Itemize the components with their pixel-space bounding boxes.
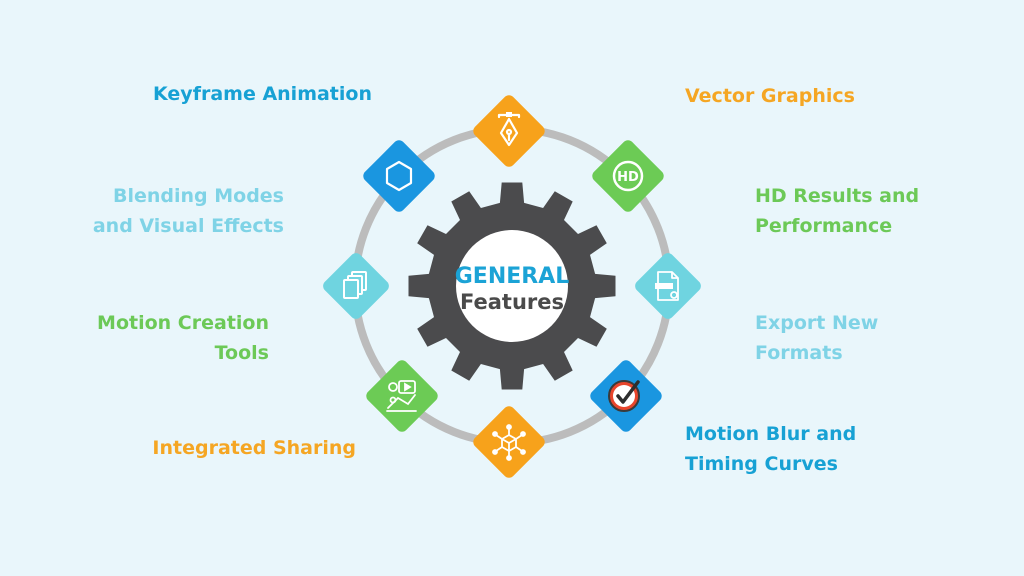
label-vector-line: Vector Graphics	[685, 85, 855, 107]
label-motion-creation: Motion Creation Tools	[97, 308, 269, 368]
diamond-export[interactable]	[633, 251, 704, 322]
label-blending-line-2: and Visual Effects	[92, 215, 284, 237]
label-blending: Blending Modes and Visual Effects	[93, 181, 284, 241]
layers-icon	[343, 271, 367, 299]
label-motion-creation-line-2: Tools	[214, 342, 269, 364]
label-vector: Vector Graphics	[685, 81, 855, 111]
hexagon-icon	[385, 160, 413, 192]
diamond-motion-blur[interactable]	[588, 358, 664, 434]
label-motion-blur-line-1: Motion Blur and	[685, 423, 857, 445]
label-integrated-sharing: Integrated Sharing	[152, 433, 356, 463]
label-keyframe-line: Keyframe Animation	[153, 83, 372, 105]
network-cube-icon	[492, 424, 526, 461]
gear-center	[456, 230, 568, 342]
label-export: Export New Formats	[755, 308, 878, 368]
diamond-motion-creation[interactable]	[364, 358, 440, 434]
label-motion-blur: Motion Blur and Timing Curves	[685, 419, 856, 479]
pen-tool-icon	[497, 112, 521, 147]
label-export-line-2: Formats	[755, 342, 843, 364]
diamond-vector[interactable]	[471, 93, 547, 169]
export-document-icon	[655, 271, 679, 301]
label-keyframe: Keyframe Animation	[153, 79, 372, 109]
label-integrated-sharing-line: Integrated Sharing	[152, 437, 356, 459]
label-blending-line-1: Blending Modes	[112, 185, 284, 207]
animation-tools-icon	[386, 380, 417, 412]
diamond-blending[interactable]	[321, 251, 392, 322]
diamond-hd[interactable]: HD	[590, 138, 666, 214]
diamond-integrated-sharing[interactable]	[471, 404, 547, 480]
svg-text:HD: HD	[617, 170, 639, 185]
label-motion-blur-line-2: Timing Curves	[685, 453, 838, 475]
label-export-line-1: Export New	[755, 312, 879, 334]
hd-icon: HD	[612, 160, 644, 192]
center-title: GENERAL	[455, 264, 570, 289]
label-hd-line-2: Performance	[755, 215, 893, 237]
label-hd-line-1: HD Results and	[755, 185, 920, 207]
center-subtitle: Features	[460, 290, 564, 314]
label-hd: HD Results and Performance	[755, 181, 919, 241]
diamond-keyframe[interactable]	[361, 138, 437, 214]
clock-check-icon	[608, 380, 640, 412]
label-motion-creation-line-1: Motion Creation	[97, 312, 269, 334]
